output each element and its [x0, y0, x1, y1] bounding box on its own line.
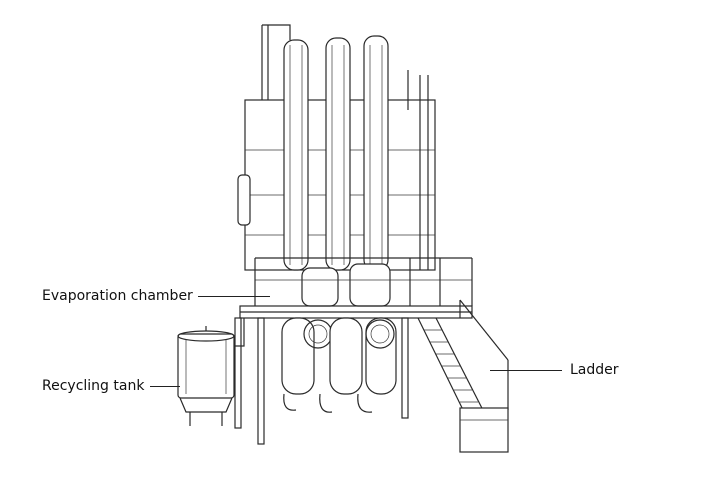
side-vessel: [237, 174, 251, 226]
ladder-leader: [490, 370, 562, 371]
platform: [239, 257, 473, 319]
heater-column-1: [283, 39, 309, 271]
evaporation-chamber-leader: [198, 296, 270, 297]
support-legs: [234, 317, 409, 445]
top-separators: [301, 263, 391, 307]
recycling-tank-label: Recycling tank: [42, 378, 145, 394]
evaporation-chamber-label: Evaporation chamber: [42, 288, 193, 304]
recycling-tank-shape: [177, 318, 245, 426]
heater-column-3: [363, 35, 389, 271]
evaporation-vessels: [281, 317, 397, 413]
ladder-shape: [417, 299, 509, 453]
heater-column-2: [325, 37, 351, 271]
recycling-tank-leader: [150, 386, 180, 387]
ladder-label: Ladder: [570, 362, 619, 378]
